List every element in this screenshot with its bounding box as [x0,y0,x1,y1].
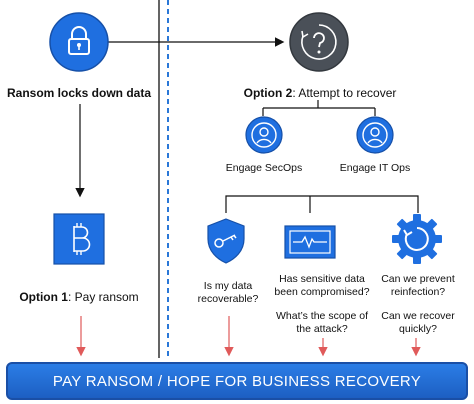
q-scope: What’s the scope of the attack? [266,310,378,335]
q-recover-quick-line1: Can we recover [381,310,455,322]
question-recover-icon [289,12,349,72]
q-prevent-line1: Can we prevent [381,273,455,285]
q-compromised-line1: Has sensitive data [279,273,365,285]
option2-prefix: Option 2 [243,86,293,100]
q-recover-quick: Can we recover quickly? [370,310,466,335]
option1-rest: : Pay ransom [67,290,139,304]
secops-label: Engage SecOps [225,162,303,174]
tree-questions [225,195,419,213]
shield-key-icon [207,218,245,264]
q-compromised: Has sensitive data been compromised? [266,273,378,298]
q-recoverable-line2: recoverable? [197,292,259,305]
q-prevent: Can we prevent reinfection? [370,273,466,298]
q-prevent-line2: reinfection? [390,285,446,298]
option2-rest: : Attempt to recover [292,86,397,100]
pay-ransom-banner: PAY RANSOM / HOPE FOR BUSINESS RECOVERY [6,362,468,400]
gear-refresh-icon [392,214,442,264]
q-recover-quick-line2: quickly? [399,322,437,335]
ransom-label: Ransom locks down data [6,86,152,100]
q-scope-line1: What’s the scope of [275,310,369,322]
option1-prefix: Option 1 [19,290,68,304]
q-recoverable: Is my data recoverable? [182,280,274,305]
option1-label: Option 1: Pay ransom [0,290,158,304]
tree-option2 [262,100,376,116]
itops-label: Engage IT Ops [339,162,411,174]
q-compromised-line2: been compromised? [274,285,370,298]
monitor-pulse-icon [284,225,336,259]
q-scope-line2: the attack? [296,322,348,335]
user-icon [356,116,394,154]
user-icon [245,116,283,154]
option2-label: Option 2: Attempt to recover [200,86,440,100]
q-recoverable-line1: Is my data [203,280,253,292]
bitcoin-icon [53,213,105,265]
lock-icon [49,12,109,72]
